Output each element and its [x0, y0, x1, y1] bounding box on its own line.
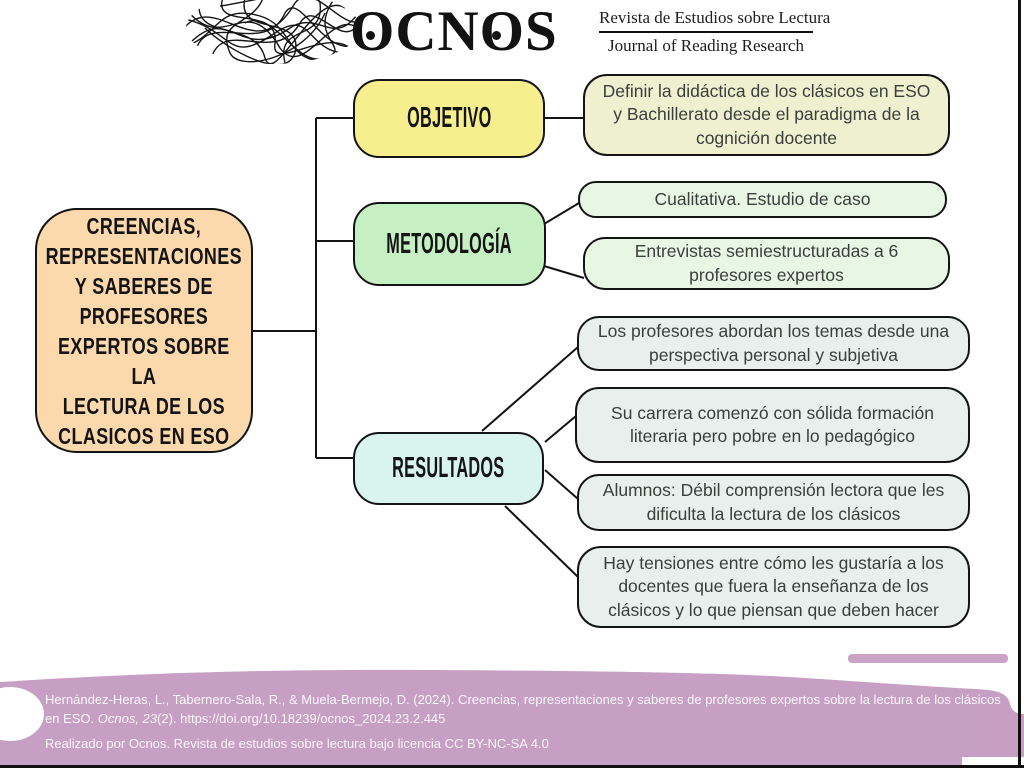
wordmark-o-dot-icon [492, 31, 501, 40]
metodologia-item: Cualitativa. Estudio de caso [578, 181, 947, 218]
resultados-item: Su carrera comenzó con sólida formación … [575, 387, 970, 463]
tagline-divider [599, 31, 813, 33]
journal-tagline-en: Journal of Reading Research [608, 36, 804, 55]
footer-band [0, 654, 1024, 768]
journal-tagline: Revista de Estudios sobre Lectura Journa… [599, 8, 831, 56]
metodologia-item: Entrevistas semiestructuradas a 6 profes… [583, 237, 950, 290]
ocnos-scribble-logo-icon [186, 0, 360, 64]
objetivo-node-label: OBJETIVO [406, 102, 492, 134]
root-node-label: CREENCIAS, REPRESENTACIONES Y SABERES DE… [45, 212, 243, 449]
objetivo-node: OBJETIVO [353, 79, 545, 158]
resultados-item: Alumnos: Débil comprensión lectora que l… [577, 474, 970, 531]
credit-text: Realizado por Ocnos. Revista de estudios… [45, 736, 549, 751]
resultados-item: Los profesores abordan los temas desde u… [577, 316, 970, 371]
citation-text: Hernández-Heras, L., Tabernero-Sala, R.,… [45, 691, 1005, 728]
root-node: CREENCIAS, REPRESENTACIONES Y SABERES DE… [35, 208, 253, 453]
citation-line-1: Hernández-Heras, L., Tabernero-Sala, R.,… [45, 692, 1001, 707]
bottom-border [0, 765, 1024, 768]
citation-line2-pre: en ESO. [45, 710, 98, 726]
right-border [1018, 0, 1021, 768]
metodologia-node: METODOLOGÍA [353, 202, 546, 286]
citation-line-2: en ESO. Ocnos, 23(2). https://doi.org/10… [45, 710, 1005, 729]
resultados-node: RESULTADOS [353, 432, 544, 505]
ocnos-wordmark: OCNOS [350, 0, 558, 63]
wordmark-o-dot-icon [366, 31, 375, 40]
citation-journal-italic: Ocnos, 23 [97, 710, 158, 726]
citation-doi: (2). https://doi.org/10.18239/ocnos_2024… [157, 710, 446, 726]
objetivo-item: Definir la didáctica de los clásicos en … [583, 74, 950, 156]
resultados-node-label: RESULTADOS [392, 452, 505, 484]
metodologia-node-label: METODOLOGÍA [386, 227, 513, 260]
journal-tagline-es: Revista de Estudios sobre Lectura [599, 8, 831, 27]
resultados-item: Hay tensiones entre cómo les gustaría a … [577, 546, 970, 628]
